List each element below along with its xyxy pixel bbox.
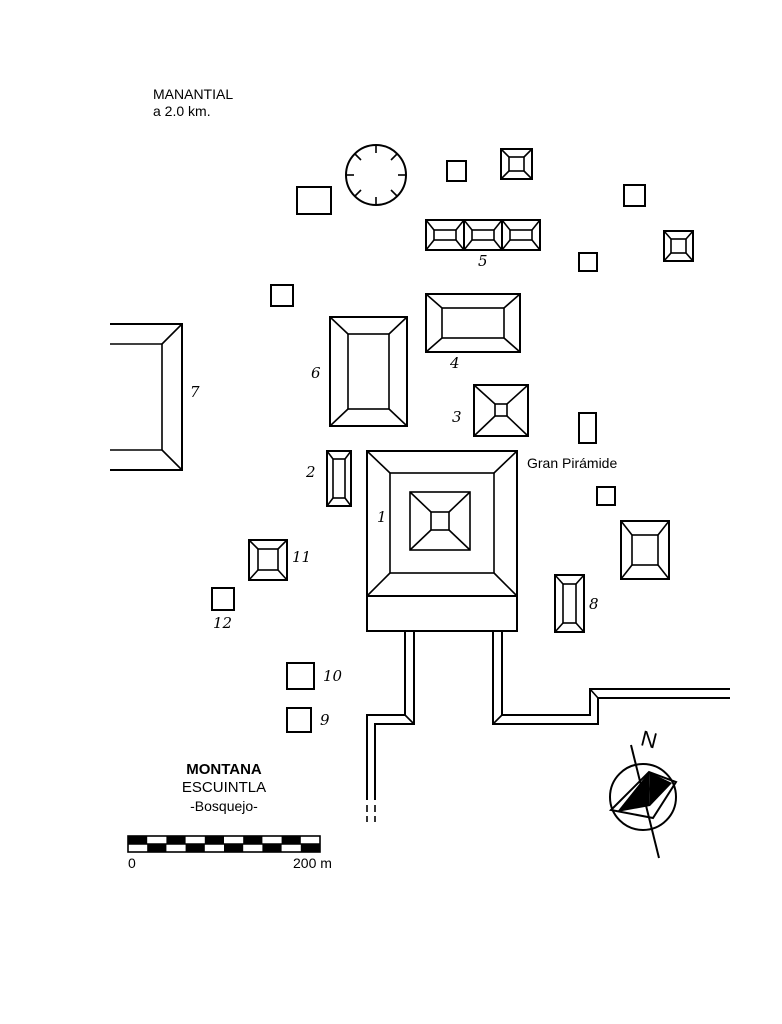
sketch-label: -Bosquejo- [190,798,258,814]
scale-bar-segment [166,836,186,844]
scale-bar-segment [147,844,167,852]
site-name: MONTANA [186,761,262,778]
label-structure-7: 7 [190,383,200,401]
label-structure-10: 10 [323,667,343,685]
mound-plain [596,486,616,506]
label-structure-2: 2 [306,463,316,481]
department-name: ESCUINTLA [181,779,267,796]
scale-bar-segment [300,844,320,852]
structure-8 [554,574,585,633]
structure-3 [473,384,529,437]
title-block: MONTANA ESCUINTLA -Bosquejo- [178,761,270,815]
causeway-east [492,631,730,725]
mound-pyramid-top [500,148,533,180]
mound-plain [270,284,294,307]
structure-6 [329,316,408,427]
structure-5 [425,219,541,251]
scale-bar-segment [128,836,148,844]
label-structure-4: 4 [450,354,460,372]
structure-4 [425,293,521,353]
scale-bar [127,835,321,853]
label-structure-1: 1 [377,508,387,526]
causeway-west [366,631,415,822]
mound-10 [286,662,315,690]
structure-2 [326,450,352,507]
label-gran-piramide: Gran Pirámide [527,455,618,471]
structure-11 [248,539,288,581]
label-structure-11: 11 [292,548,312,566]
mound-plain [578,412,597,444]
structure-7 [110,323,183,471]
mound-plain [578,252,598,272]
mound-pyramid-east [663,230,694,262]
mound-9 [286,707,312,733]
mound-12 [211,587,235,611]
label-structure-6: 6 [311,364,321,382]
label-structure-8: 8 [589,595,599,613]
scale-bar-segment [262,844,282,852]
scale-bar-segment [185,844,205,852]
label-structure-12: 12 [213,614,233,632]
spring-note-line1: MANANTIAL [153,86,234,102]
mound-plain [296,186,332,215]
structure-1-gran-piramide [366,450,518,632]
scale-bar-segment [281,836,301,844]
mound-plain [623,184,646,207]
scale-end-label: 200 m [293,855,332,871]
scale-bar-segment [243,836,263,844]
spring-note: MANANTIAL a 2.0 km. [153,86,233,120]
mound-pyramid-southeast [620,520,670,580]
spring-note-line2: a 2.0 km. [153,103,211,119]
label-structure-5: 5 [478,252,488,270]
north-arrow [608,744,678,859]
label-structure-9: 9 [320,711,330,729]
mound-plain [446,160,467,182]
scale-bar-segment [204,836,224,844]
label-structure-3: 3 [452,408,462,426]
scale-bar-segment [224,844,244,852]
spring-circle [345,144,407,206]
scale-start-label: 0 [128,855,136,871]
